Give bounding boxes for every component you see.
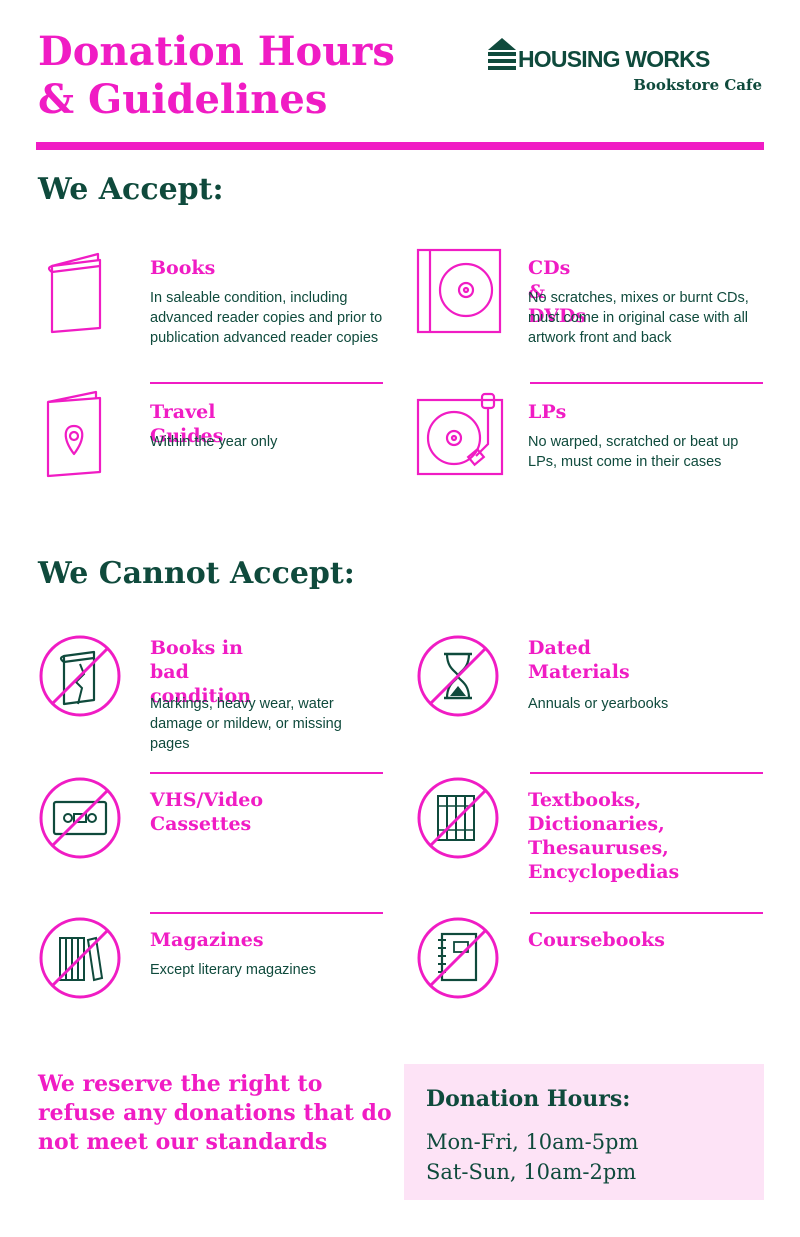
accept-heading: We Accept: — [38, 172, 224, 207]
divider — [150, 912, 383, 914]
donation-hours-box: Donation Hours: Mon-Fri, 10am-5pm Sat-Su… — [404, 1064, 764, 1200]
travel-guides-label: Travel Guides — [150, 401, 224, 447]
books-description: In saleable condition, including advance… — [150, 290, 383, 346]
bad-books-label-line-2: condition — [150, 685, 252, 707]
turntable-icon — [416, 392, 504, 476]
divider — [530, 382, 763, 384]
title-line-2: & Guidelines — [38, 76, 328, 123]
weekday-hours: Mon-Fri, 10am-5pm — [426, 1130, 639, 1154]
magazines-description: Except literary magazines — [150, 962, 317, 978]
logo-subtitle: Bookstore Cafe — [633, 76, 762, 94]
travel-guide-icon — [46, 390, 102, 478]
book-icon — [47, 252, 102, 334]
vhs-label-line-2: Cassettes — [150, 813, 252, 835]
coursebooks-label: Coursebooks — [528, 929, 665, 951]
house-logo-icon — [488, 38, 516, 70]
hourglass-icon — [417, 635, 499, 717]
reserve-right-notice: We reserve the right to refuse any donat… — [38, 1071, 392, 1155]
lps-label: LPs — [528, 401, 567, 423]
donation-hours-title: Donation Hours: — [426, 1086, 631, 1112]
cannot-accept-heading: We Cannot Accept: — [38, 556, 355, 591]
dated-materials-label: Dated Materials — [528, 636, 630, 684]
bad-books-label: Books in bad condition — [150, 636, 251, 708]
cds-dvds-description: No scratches, mixes or burnt CDs, must c… — [528, 290, 749, 346]
dated-materials-label-line-2: Materials — [528, 661, 630, 683]
bad-books-description: Markings, heavy wear, water damage or mi… — [150, 696, 342, 752]
logo-name: HOUSING WORKS — [518, 46, 710, 72]
lps-description: No warped, scratched or beat up LPs, mus… — [528, 434, 739, 470]
weekend-hours: Sat-Sun, 10am-2pm — [426, 1160, 637, 1184]
coursebook-icon — [417, 917, 499, 999]
divider — [530, 912, 763, 914]
textbooks-label-line-3: Thesauruses, — [528, 837, 669, 859]
page-title: Donation Hours & Guidelines — [38, 28, 395, 124]
textbooks-label-line-2: Dictionaries, — [528, 813, 665, 835]
magazines-icon — [39, 917, 121, 999]
damaged-book-icon — [39, 635, 121, 717]
housing-works-logo: HOUSING WORKS Bookstore Cafe — [488, 36, 764, 96]
divider — [150, 382, 383, 384]
title-line-1: Donation Hours — [38, 28, 395, 75]
travel-guides-description: Within the year only — [150, 434, 278, 450]
textbooks-icon — [417, 777, 499, 859]
cds-dvds-label: CDs & DVDs — [528, 257, 587, 327]
vhs-label: VHS/Video Cassettes — [150, 788, 263, 836]
bad-books-label-line-1: Books in bad — [150, 637, 243, 683]
header-divider — [36, 142, 764, 150]
textbooks-label: Textbooks, Dictionaries, Thesauruses, En… — [528, 788, 679, 884]
magazines-label: Magazines — [150, 929, 264, 951]
divider — [150, 772, 383, 774]
cd-case-icon — [416, 248, 502, 334]
divider — [530, 772, 763, 774]
dated-materials-description: Annuals or yearbooks — [528, 696, 669, 712]
dated-materials-label-line-1: Dated — [528, 637, 591, 659]
books-label: Books — [150, 257, 216, 279]
textbooks-label-line-4: Encyclopedias — [528, 861, 680, 883]
textbooks-label-line-1: Textbooks, — [528, 789, 642, 811]
cassette-icon — [39, 777, 121, 859]
vhs-label-line-1: VHS/Video — [150, 789, 264, 811]
